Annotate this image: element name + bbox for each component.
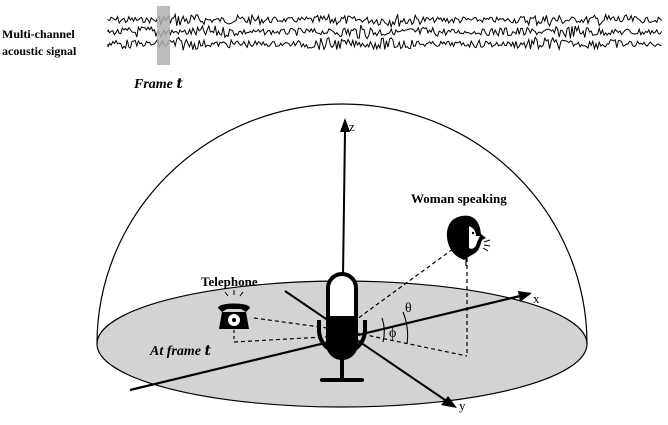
theta-arc — [402, 311, 409, 345]
signal-label-line2: acoustic signal — [2, 44, 77, 58]
telephone-direction-line — [253, 317, 343, 331]
hemisphere-dome — [96, 103, 588, 345]
frame-label: Frame t — [134, 76, 183, 93]
y-axis — [284, 290, 449, 403]
telephone-label: Telephone — [201, 274, 258, 289]
waveform-channels — [107, 12, 663, 52]
signal-label: Multi-channel acoustic signal — [2, 26, 76, 60]
waveform-channel-3 — [107, 36, 662, 52]
phi-label: ϕ — [389, 326, 396, 341]
frame-note-prefix: At frame — [149, 344, 204, 359]
frame-label-prefix: Frame — [134, 77, 177, 92]
waveform-channel-2 — [107, 24, 663, 40]
speaker-label: Woman speaking — [411, 191, 507, 206]
woman-speaking-icon — [446, 215, 491, 266]
frame-note-var: t — [204, 343, 211, 359]
frame-note: At frame t — [149, 343, 211, 359]
x-axis-arrow — [518, 291, 532, 302]
waveform-channel-1 — [107, 12, 662, 29]
y-axis-label: y — [459, 398, 466, 413]
z-axis-label: z — [349, 119, 355, 134]
signal-label-line1: Multi-channel — [2, 27, 75, 41]
x-axis-label: x — [533, 291, 540, 306]
telephone-icon — [218, 290, 250, 329]
phi-arc — [381, 317, 385, 343]
y-axis-arrow — [441, 396, 457, 408]
frame-highlight — [157, 6, 170, 65]
frame-label-var: t — [176, 76, 183, 92]
speaker-direction-line — [341, 237, 469, 331]
z-axis-arrow — [340, 118, 350, 132]
theta-label: θ — [405, 301, 412, 316]
microphone-icon — [317, 272, 367, 382]
